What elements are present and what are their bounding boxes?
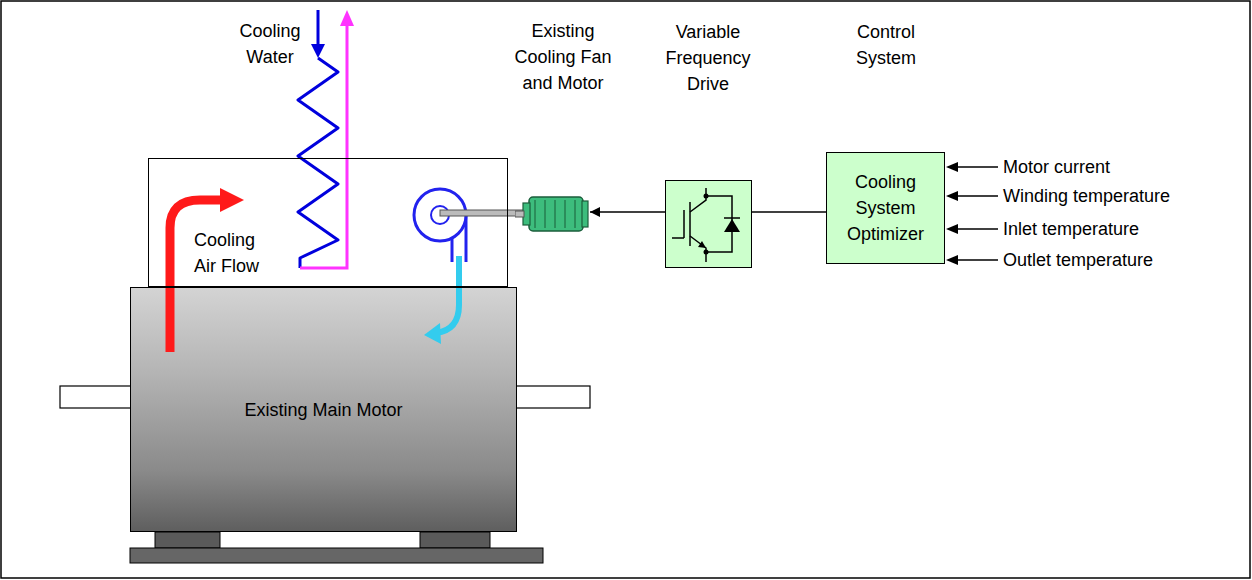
arrow-head <box>220 188 244 212</box>
igbt-symbol <box>672 188 740 262</box>
optimizer-box: Control SystemCooling System Optimizer <box>826 152 945 264</box>
node-body: Existing Main Motor <box>131 288 516 531</box>
node-heading: Existing Cooling Fan and Motor <box>504 18 622 96</box>
node-label: Cooling System Optimizer <box>831 169 940 247</box>
signal-name: Outlet temperature <box>1003 249 1243 271</box>
arrow-head <box>424 323 441 344</box>
connector <box>590 211 665 213</box>
arrow-head <box>698 241 706 248</box>
shaft-left <box>60 386 132 408</box>
input-arrows <box>956 167 998 260</box>
optimizer-fill <box>826 152 945 264</box>
arrow-head <box>340 10 354 26</box>
motor-symbol <box>515 193 590 235</box>
node-label: Cooling Air Flow <box>194 227 272 279</box>
node-label: Existing Main Motor <box>244 397 402 423</box>
motor-body-fill <box>130 287 517 532</box>
main-motor: Existing Main Motor <box>130 287 517 532</box>
motor-foot <box>155 532 220 548</box>
cooling-hood: Cooling Air Flow <box>148 158 508 287</box>
fan-motor: Existing Cooling Fan and Motor <box>515 193 590 235</box>
motor-foot <box>420 532 490 548</box>
node-heading: Variable Frequency Drive <box>658 19 758 97</box>
node-heading: Control System <box>841 19 931 71</box>
fan-outlet <box>451 238 454 262</box>
shaft-right <box>515 386 590 408</box>
cooling-coil <box>298 58 338 268</box>
air-flow-arrow <box>170 200 222 352</box>
signal-name: Motor current <box>1003 156 1243 178</box>
input-arrow-heads <box>946 162 958 265</box>
diode-symbol <box>724 219 740 232</box>
water-inlet <box>317 10 320 46</box>
junction-dot <box>704 194 709 199</box>
junction-dot <box>704 250 709 255</box>
air-return-arrow <box>436 256 459 333</box>
cooling-water-label: Cooling Water <box>232 18 308 70</box>
base-plate <box>130 548 543 563</box>
vfd-fill <box>665 180 752 268</box>
water-outlet <box>300 24 347 268</box>
fan-shaft <box>440 210 527 216</box>
arrow-head <box>311 44 325 58</box>
signal-name: Winding temperature <box>1003 185 1243 207</box>
node-body: Cooling System Optimizer <box>827 153 944 263</box>
signal-name: Inlet temperature <box>1003 218 1243 240</box>
vfd-box: Variable Frequency Drive <box>665 180 752 268</box>
connector <box>752 211 826 213</box>
